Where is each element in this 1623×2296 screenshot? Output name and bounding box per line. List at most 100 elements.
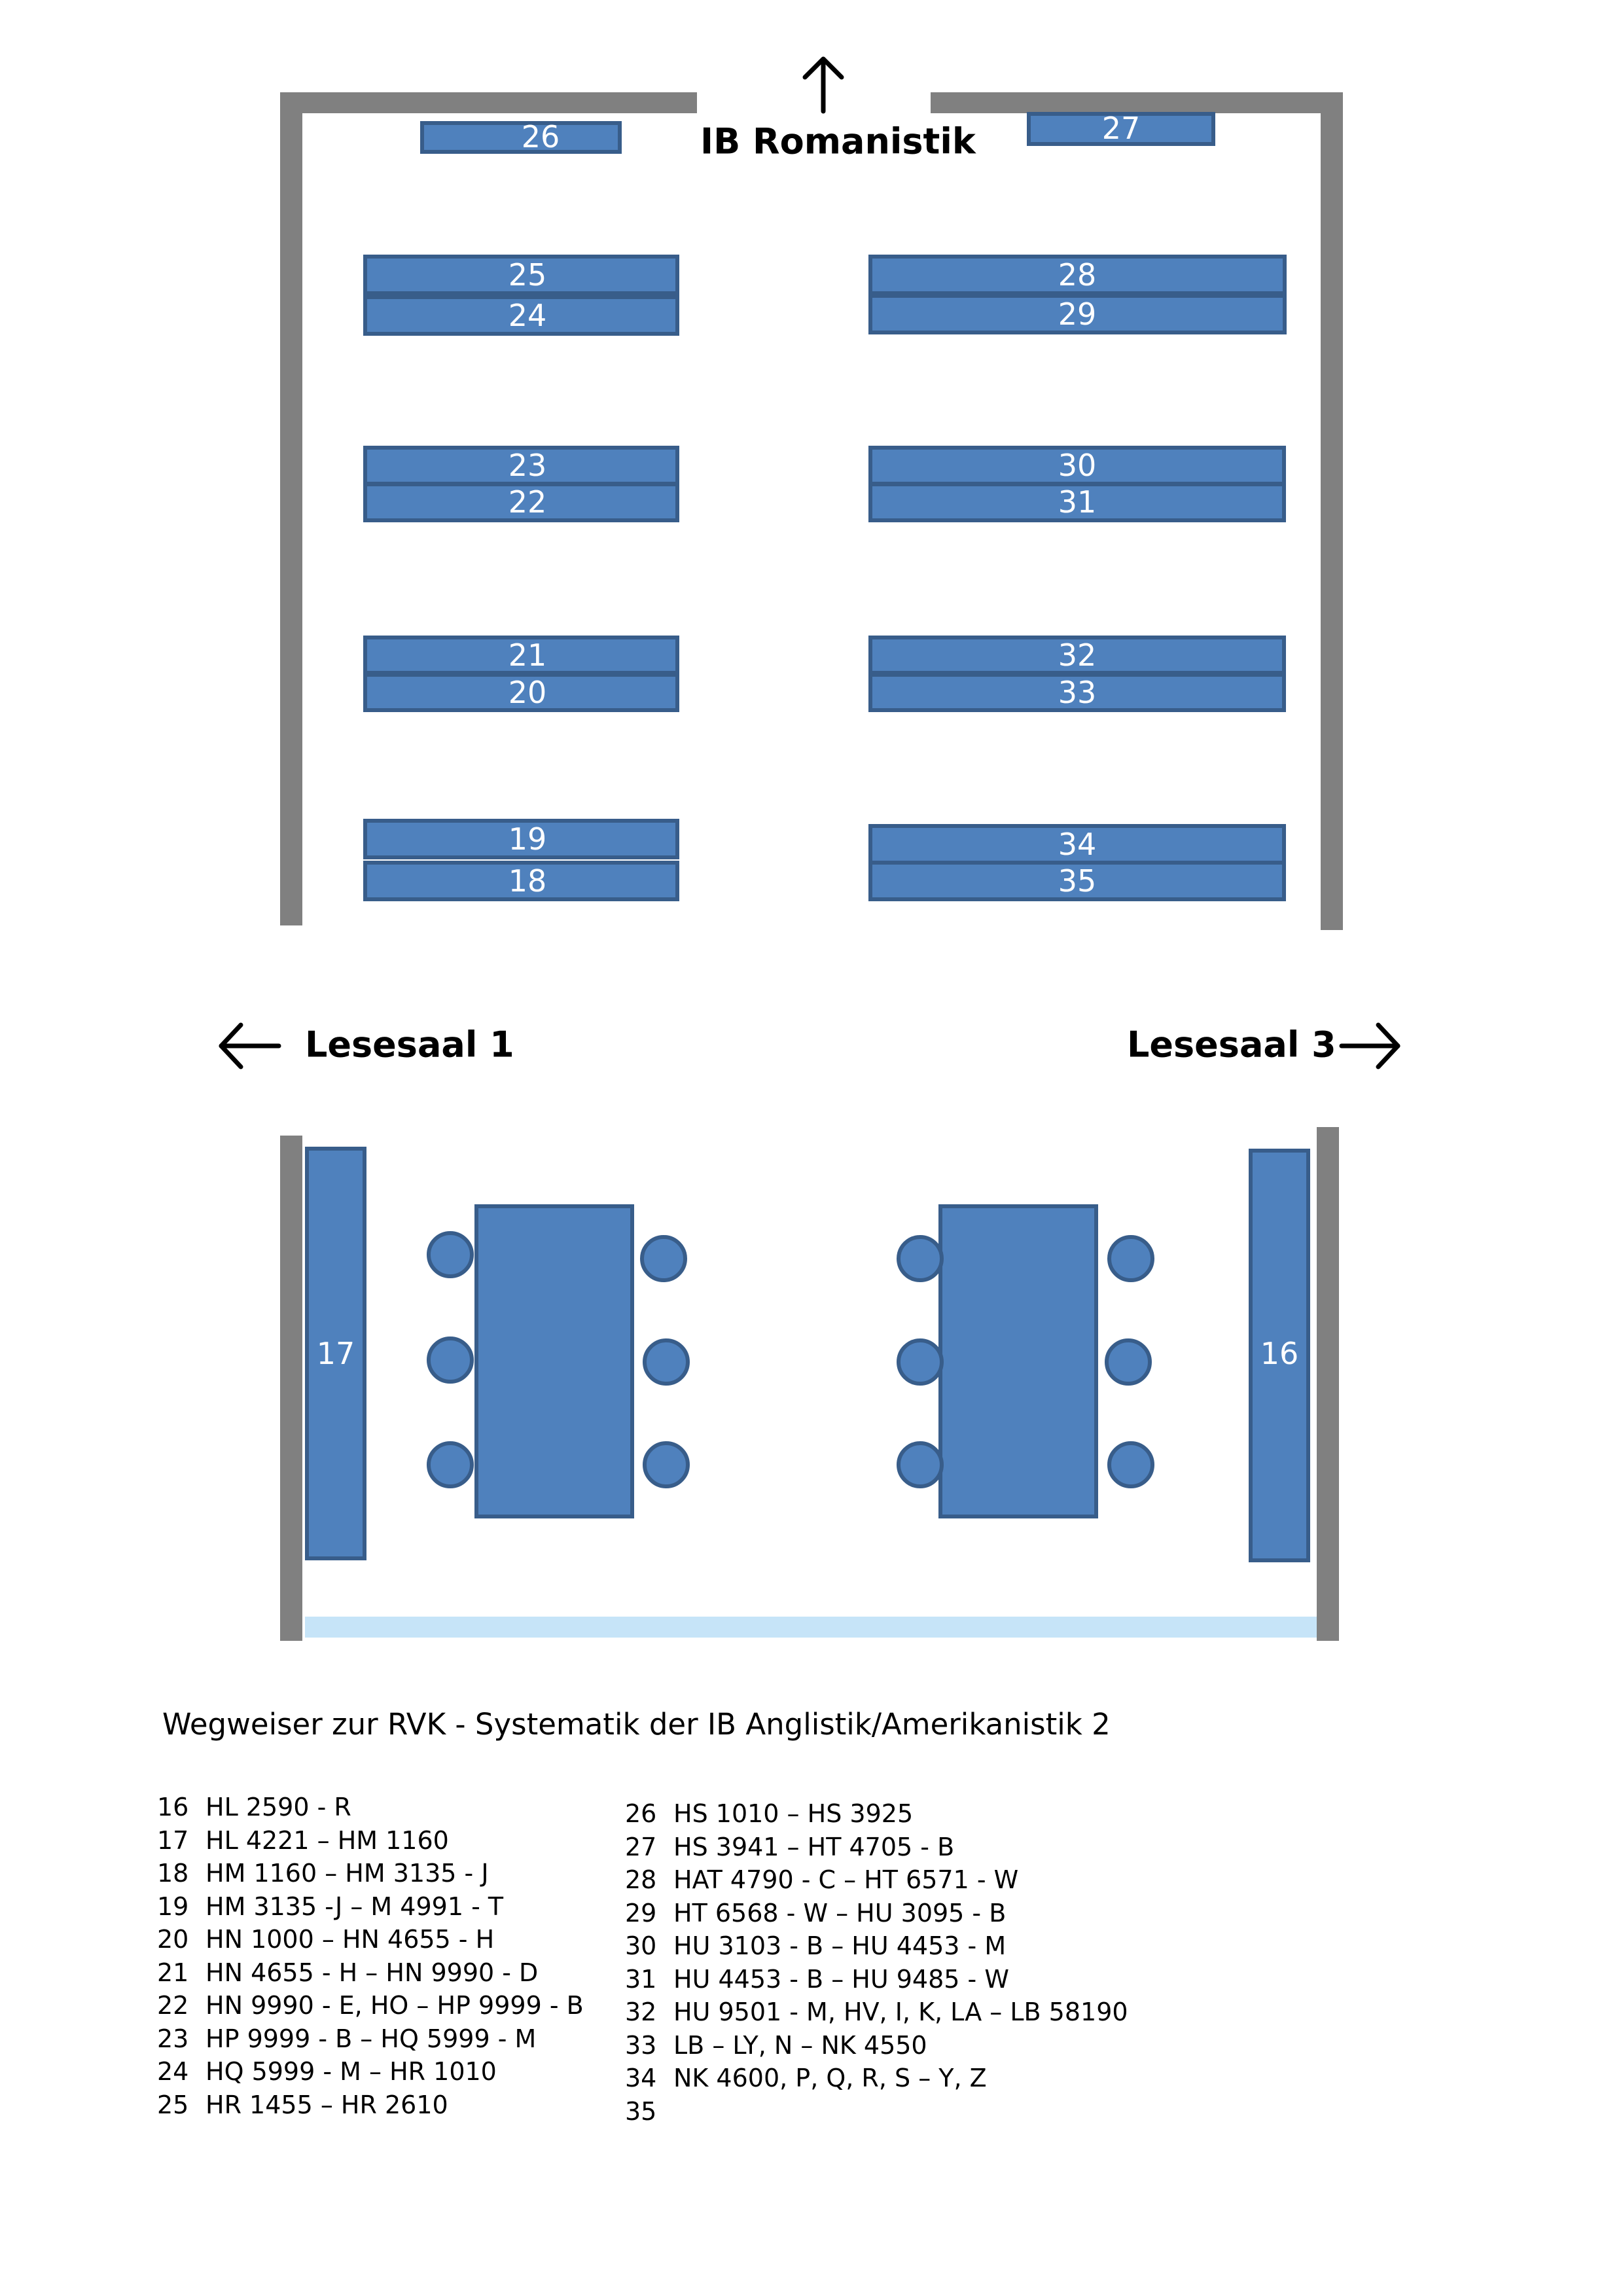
shelf-18[interactable] (363, 861, 679, 901)
shelf-number-17: 17 (317, 1336, 355, 1371)
legend-call-number-range: HM 3135 -J – M 4991 - T (205, 1892, 504, 1921)
chair-icon (643, 1338, 690, 1386)
window-strip (305, 1617, 1317, 1638)
legend-shelf-number: 22 (157, 1991, 189, 2020)
legend-call-number-range: HL 4221 – HM 1160 (205, 1825, 449, 1855)
shelf-27[interactable] (1027, 112, 1215, 146)
shelf-number-31: 31 (1058, 484, 1097, 520)
legend-title: Wegweiser zur RVK - Systematik der IB An… (162, 1707, 1111, 1742)
shelf-35[interactable] (868, 861, 1286, 901)
legend-call-number-range: HN 4655 - H – HN 9990 - D (205, 1958, 539, 1987)
legend-shelf-number: 30 (625, 1931, 657, 1960)
shelf-number-28: 28 (1058, 257, 1097, 293)
chair-icon (427, 1336, 474, 1384)
shelf-number-23: 23 (508, 448, 547, 483)
upper-shelves (363, 112, 1287, 901)
legend-call-number-range: NK 4600, P, Q, R, S – Y, Z (673, 2064, 987, 2092)
legend-call-number-range: LB – LY, N – NK 4550 (673, 2030, 927, 2060)
shelf-number-34: 34 (1058, 827, 1097, 862)
lower-room-walls (280, 1127, 1339, 1641)
shelf-31[interactable] (868, 482, 1286, 522)
arrow-up-icon (802, 56, 844, 114)
arrow-right-icon (1339, 1022, 1400, 1069)
exit-label-lesesaal-1: Lesesaal 1 (305, 1024, 514, 1066)
chair-icon (427, 1231, 474, 1278)
upper-room-walls (280, 92, 1343, 930)
lower-shelves (305, 1147, 1310, 1562)
legend-shelf-number: 21 (157, 1958, 189, 1987)
legend-shelf-number: 31 (625, 1964, 657, 1994)
legend-call-number-range: HP 9999 - B – HQ 5999 - M (205, 2024, 537, 2053)
legend-shelf-number: 33 (625, 2030, 657, 2060)
shelf-number-20: 20 (508, 675, 547, 710)
shelf-19[interactable] (363, 819, 679, 859)
wall-top-left (280, 92, 697, 113)
wall-right-lower (1317, 1127, 1339, 1641)
legend-shelf-number: 27 (625, 1832, 657, 1861)
chair-icon (640, 1235, 687, 1282)
wall-top-right (931, 92, 1343, 113)
legend-shelf-number: 23 (157, 2024, 189, 2053)
shelf-26[interactable] (420, 121, 622, 154)
shelf-number-25: 25 (508, 257, 547, 293)
legend-call-number-range: HS 1010 – HS 3925 (673, 1799, 914, 1828)
legend-row: 20 HN 1000 – HN 4655 - H (157, 1923, 584, 1956)
legend-call-number-range: HAT 4790 - C – HT 6571 - W (673, 1865, 1019, 1894)
legend-call-number-range: HU 4453 - B – HU 9485 - W (673, 1964, 1009, 1994)
legend-call-number-range: HR 1455 – HR 2610 (205, 2090, 448, 2119)
upper-shelf-numbers: 26 27 25 24 28 29 23 22 30 31 21 20 32 3… (508, 111, 1141, 899)
wall-left-upper (280, 92, 302, 925)
legend-shelf-number: 26 (625, 1799, 657, 1828)
shelf-29[interactable] (868, 294, 1287, 334)
legend-shelf-number: 20 (157, 1925, 189, 1954)
shelf-22[interactable] (363, 482, 679, 522)
shelf-number-29: 29 (1058, 296, 1097, 332)
legend-row: 21 HN 4655 - H – HN 9990 - D (157, 1956, 584, 1990)
chair-icon (1107, 1441, 1154, 1488)
shelf-number-22: 22 (508, 484, 547, 520)
wall-right-upper (1321, 92, 1343, 930)
shelf-17[interactable] (305, 1147, 366, 1560)
legend-shelf-number: 18 (157, 1859, 189, 1888)
legend-call-number-range: HL 2590 - R (205, 1793, 351, 1821)
shelf-30[interactable] (868, 446, 1286, 486)
legend-shelf-number: 32 (625, 1998, 657, 2026)
chair-icon (643, 1441, 690, 1488)
shelf-20[interactable] (363, 673, 679, 712)
legend-row: 33 LB – LY, N – NK 4550 (625, 2029, 1128, 2062)
legend-shelf-number: 25 (157, 2090, 189, 2119)
shelf-16[interactable] (1249, 1149, 1310, 1562)
shelf-23[interactable] (363, 446, 679, 486)
arrow-left-icon (219, 1022, 281, 1069)
shelf-number-21: 21 (508, 637, 547, 673)
shelf-number-19: 19 (508, 821, 547, 857)
reading-table-right-group (897, 1204, 1154, 1518)
legend-shelf-number: 29 (625, 1898, 657, 1928)
shelf-number-32: 32 (1058, 637, 1097, 673)
legend-call-number-range: HN 1000 – HN 4655 - H (205, 1925, 495, 1954)
reading-table-left (474, 1204, 634, 1518)
legend-row: 23 HP 9999 - B – HQ 5999 - M (157, 2022, 584, 2056)
legend-shelf-number: 35 (625, 2096, 657, 2126)
shelf-25[interactable] (363, 255, 679, 295)
shelf-number-35: 35 (1058, 863, 1097, 899)
legend-row: 25 HR 1455 – HR 2610 (157, 2089, 584, 2122)
legend-row: 26 HS 1010 – HS 3925 (625, 1797, 1128, 1831)
shelf-34[interactable] (868, 824, 1286, 865)
shelf-28[interactable] (868, 255, 1287, 295)
legend-call-number-range: HU 3103 - B – HU 4453 - M (673, 1931, 1007, 1960)
shelf-number-30: 30 (1058, 448, 1097, 483)
chair-icon (1107, 1235, 1154, 1282)
shelf-33[interactable] (868, 673, 1286, 712)
shelf-24[interactable] (363, 295, 679, 336)
